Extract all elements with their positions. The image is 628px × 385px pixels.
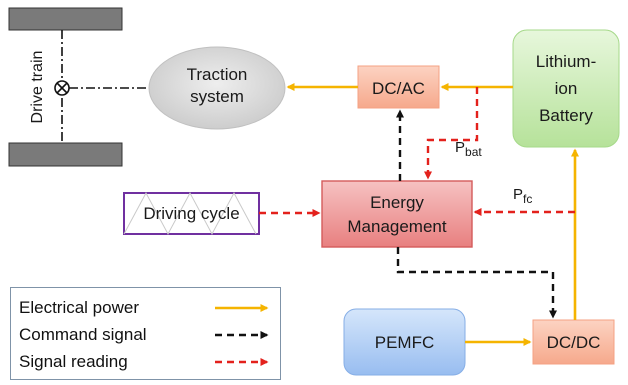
- legend-item-signal-reading: Signal reading: [19, 352, 128, 372]
- wheel-top: [8, 7, 123, 31]
- legend-electrical-power-label: Electrical power: [19, 298, 139, 317]
- pfc-label-main: P: [513, 186, 523, 203]
- drive-train-label: Drive train: [29, 51, 46, 124]
- legend-command-signal-label: Command signal: [19, 325, 147, 344]
- pfc-label: Pfc: [513, 186, 532, 206]
- battery-label-3: Battery: [539, 106, 593, 125]
- pemfc-node: PEMFC: [343, 308, 466, 376]
- pbat-label: Pbat: [455, 139, 482, 159]
- driving-cycle-pattern: [123, 191, 257, 236]
- legend: Electrical power Command signal Signal r…: [10, 287, 281, 380]
- driving-cycle-label: Driving cycle: [143, 204, 239, 223]
- dcdc-converter-node: DC/DC: [532, 319, 615, 365]
- battery-label-1: Lithium-: [536, 52, 596, 71]
- legend-item-command-signal: Command signal: [19, 325, 147, 345]
- energy-management-node: Energy Management: [321, 180, 473, 248]
- battery-node: Lithium- ion Battery: [512, 29, 620, 148]
- legend-item-electrical-power: Electrical power: [19, 298, 139, 318]
- energy-label-2: Management: [347, 217, 447, 236]
- pbat-label-main: P: [455, 139, 465, 156]
- signal-arrow-pbat: [424, 87, 479, 180]
- dcac-converter-node: DC/AC: [357, 65, 440, 109]
- energy-label-1: Energy: [370, 193, 424, 212]
- battery-label-2: ion: [555, 79, 578, 98]
- legend-signal-reading-label: Signal reading: [19, 352, 128, 371]
- driving-cycle-node: Driving cycle: [123, 191, 260, 236]
- pfc-label-sub: fc: [523, 192, 532, 206]
- pbat-label-sub: bat: [465, 145, 482, 159]
- dcdc-label: DC/DC: [547, 333, 601, 352]
- traction-label-2: system: [190, 87, 244, 106]
- pemfc-label: PEMFC: [375, 333, 435, 352]
- dcac-label: DC/AC: [372, 79, 425, 98]
- drive-train: Drive train: [8, 7, 123, 167]
- command-arrow-em-to-dcdc: [396, 247, 557, 319]
- legend-swatches: [215, 304, 269, 366]
- wheel-bottom: [8, 142, 123, 167]
- traction-system-node: Traction system: [148, 46, 286, 130]
- traction-label-1: Traction: [187, 65, 248, 84]
